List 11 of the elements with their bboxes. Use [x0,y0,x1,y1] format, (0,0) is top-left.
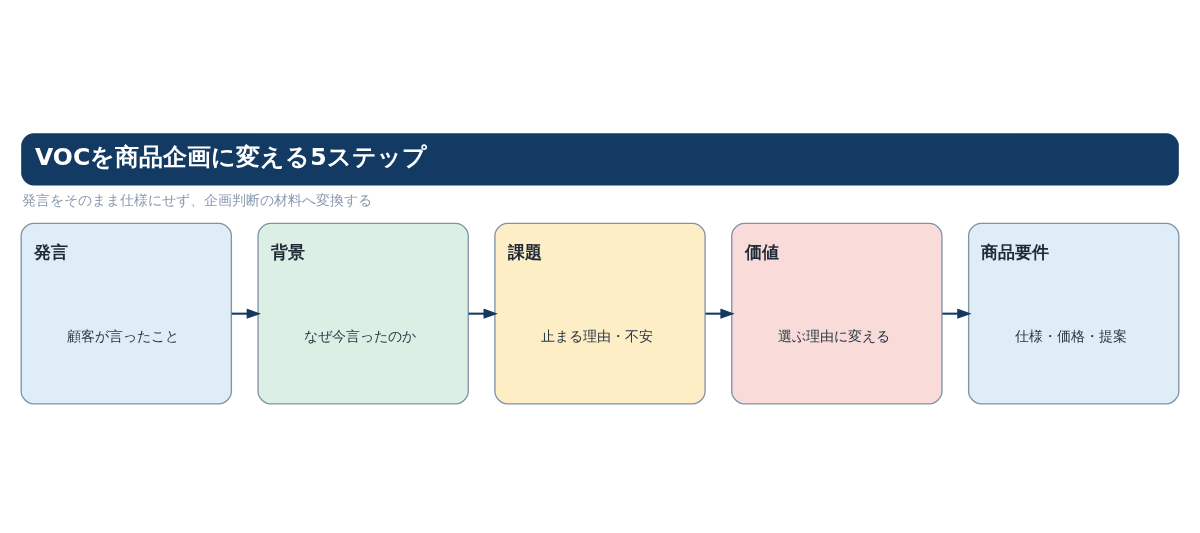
arrow [231,308,262,319]
diagram-title: VOCを商品企画に変える5ステップ [35,142,427,171]
arrow [468,308,498,319]
node-box: 背景 なぜ今言ったのか [257,222,469,405]
node-box: 商品要件 仕様・価格・提案 [967,222,1180,405]
arrow [705,308,735,319]
arrow [942,308,972,319]
label: 発言をそのまま仕様にせず、企画判断の材料へ変換する [22,191,373,208]
node-box: 発言 顧客が言ったこと [20,222,233,405]
node-box: 課題 止まる理由・不安 [494,222,706,405]
node-box: 価値 選ぶ理由に変える [731,222,943,405]
